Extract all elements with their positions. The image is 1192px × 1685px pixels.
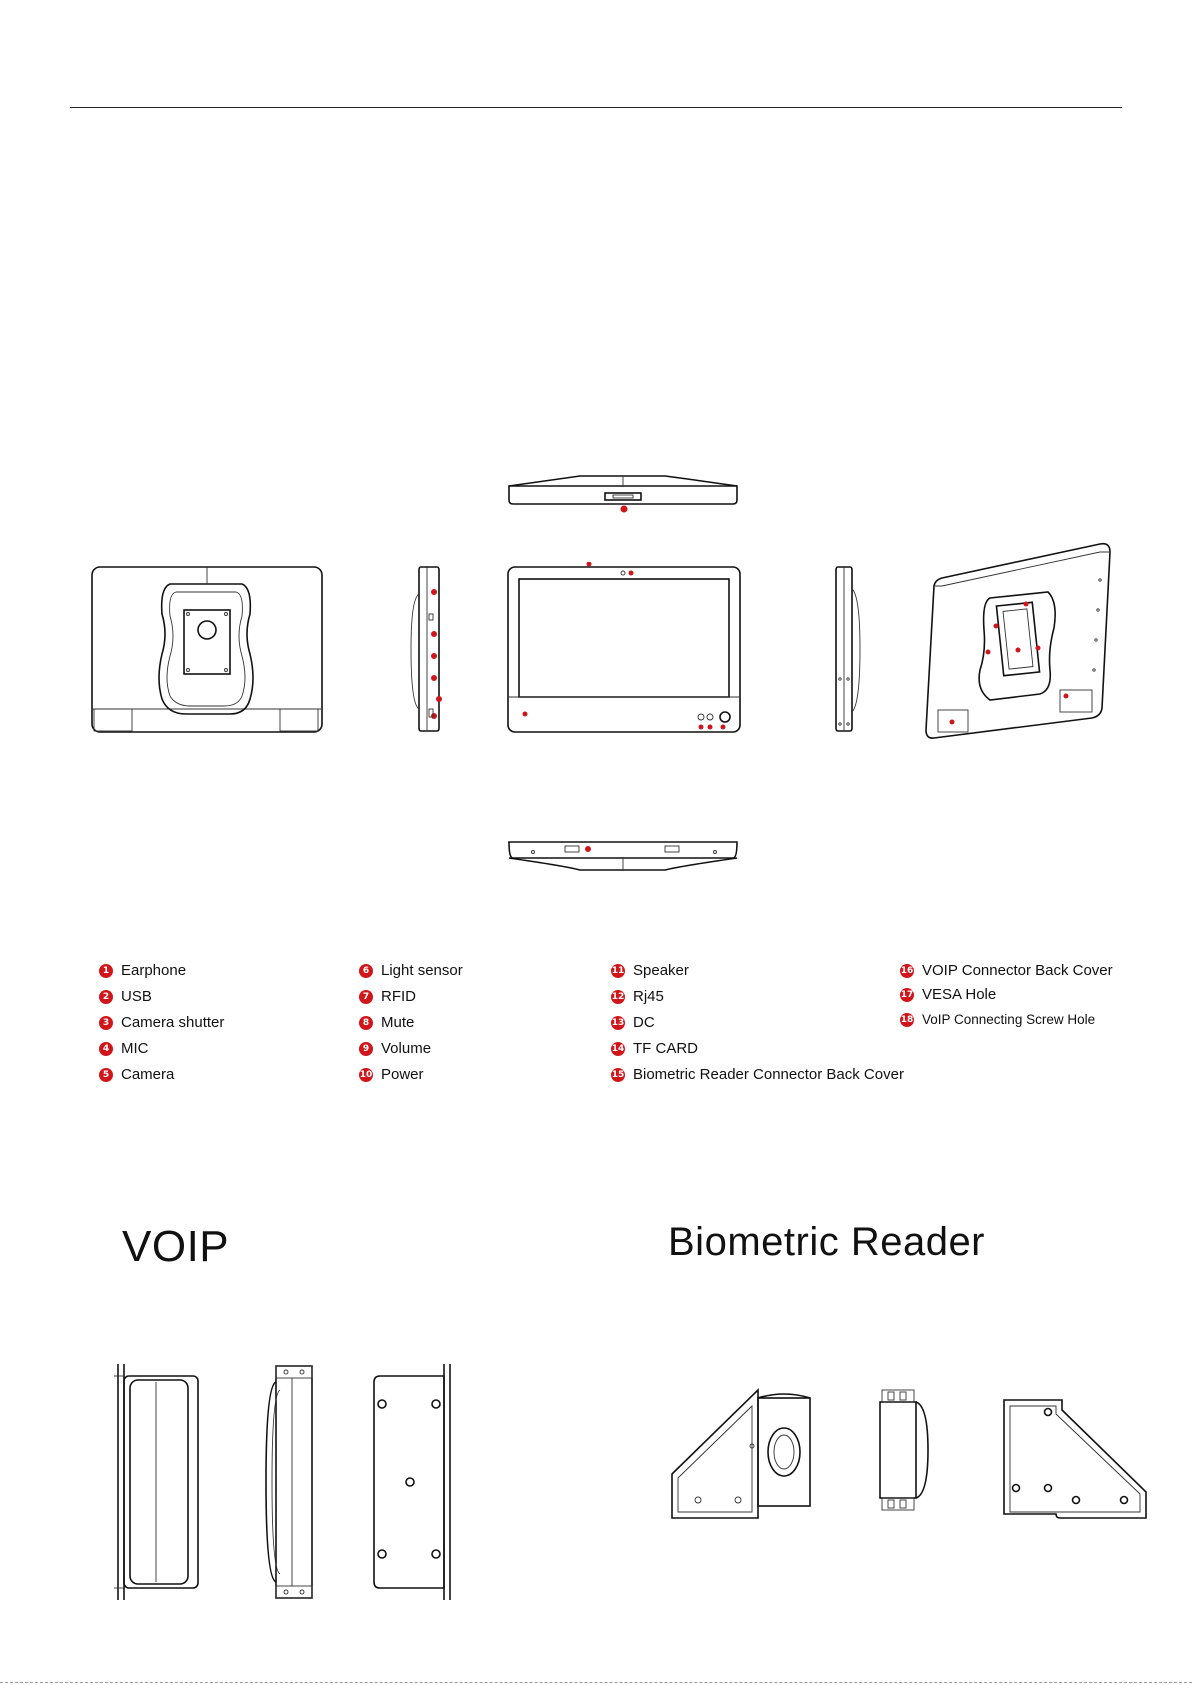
- callout-number: 6: [359, 964, 373, 978]
- device-back-view: [90, 564, 326, 736]
- callout-number: 11: [611, 964, 625, 978]
- callout-number: 15: [611, 1068, 625, 1082]
- callout-number: 5: [99, 1068, 113, 1082]
- biometric-reader-rear-view: [1000, 1396, 1150, 1522]
- device-right-side-view: [834, 564, 864, 734]
- callout-number: 1: [99, 964, 113, 978]
- page-bottom-rule: [0, 1682, 1192, 1683]
- voip-side-view-1: [112, 1362, 202, 1602]
- voip-back-plate-view: [370, 1362, 454, 1602]
- callout-number: 3: [99, 1016, 113, 1030]
- callout-number: 8: [359, 1016, 373, 1030]
- callout-number: 14: [611, 1042, 625, 1056]
- device-left-side-view: [407, 564, 445, 734]
- callout-number: 17: [900, 988, 914, 1002]
- biometric-reader-front-view: [668, 1386, 818, 1522]
- biometric-reader-title: Biometric Reader: [668, 1220, 985, 1265]
- callout-number: 12: [611, 990, 625, 1004]
- callout-number: 4: [99, 1042, 113, 1056]
- callout-number: 18: [900, 1013, 914, 1027]
- header-rule: [70, 107, 1122, 108]
- callout-number: 16: [900, 964, 914, 978]
- device-top-view: [505, 474, 741, 514]
- device-bottom-view: [505, 838, 741, 874]
- voip-side-view-2: [262, 1362, 318, 1602]
- voip-title: VOIP: [122, 1222, 229, 1272]
- callout-number: 9: [359, 1042, 373, 1056]
- biometric-reader-side-view: [874, 1386, 930, 1516]
- device-front-view: [505, 562, 745, 736]
- device-perspective-view: [920, 540, 1116, 740]
- callout-number: 7: [359, 990, 373, 1004]
- callout-number: 2: [99, 990, 113, 1004]
- callout-number: 10: [359, 1068, 373, 1082]
- callout-number: 13: [611, 1016, 625, 1030]
